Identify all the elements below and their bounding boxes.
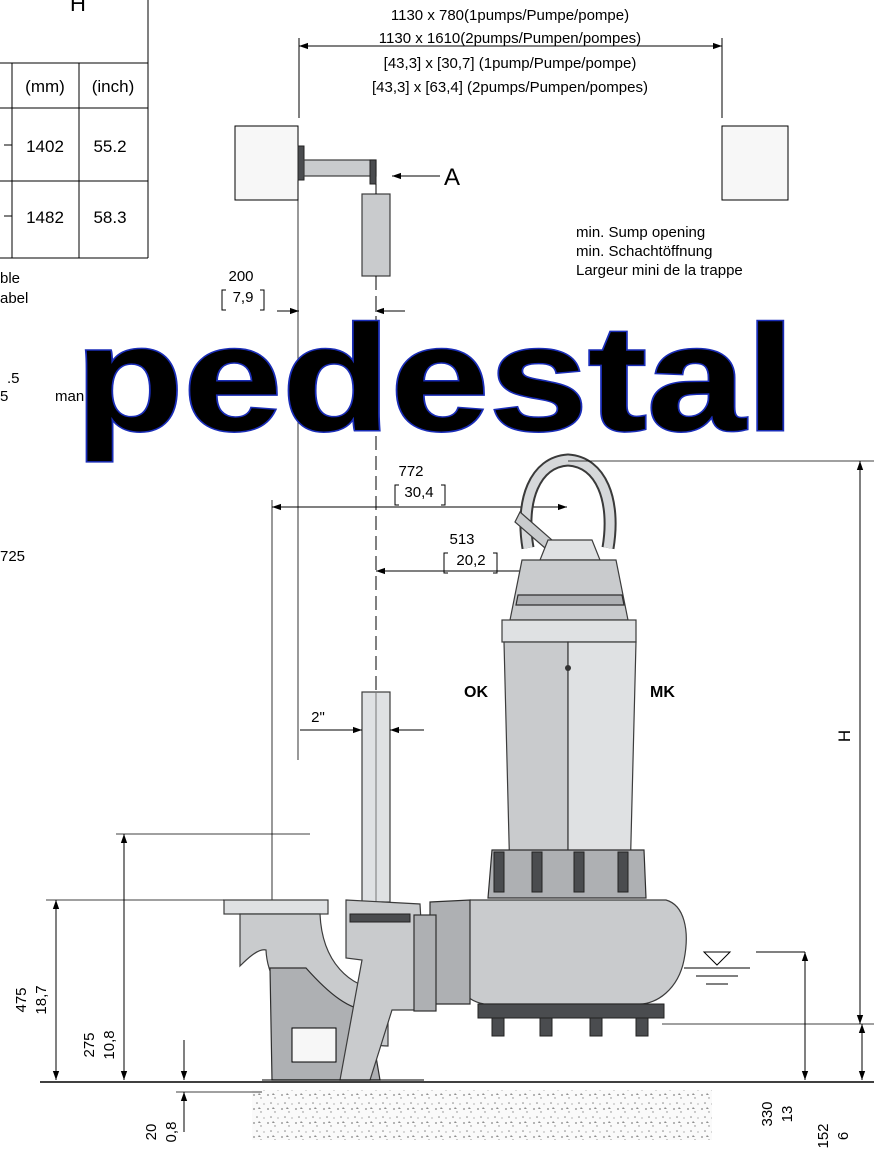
dimension-h: H: [568, 460, 874, 1025]
pump-motor-housing: [501, 619, 637, 881]
dim-20-mm: 20: [143, 1124, 160, 1141]
dim-pipe-size: 2": [311, 709, 325, 726]
dim-330-mm: 330: [759, 1101, 776, 1126]
dim-475-mm: 475: [13, 987, 30, 1012]
dimension-513: 513 20,2: [376, 531, 567, 575]
pump-volute: [429, 899, 687, 1037]
dim-200-mm: 200: [228, 268, 253, 285]
dim-772-in: 30,4: [404, 484, 433, 501]
water-level-symbol: [684, 951, 805, 985]
dim-513-in: 20,2: [456, 552, 485, 569]
table-fragment-4: 725: [0, 548, 25, 565]
sump-dim-line-2: 1130 x 1610(2pumps/Pumpen/pompes): [379, 30, 641, 47]
dim-330-in: 13: [779, 1106, 796, 1123]
table-note-line-2: abel: [0, 290, 28, 307]
dim-h-label: H: [835, 730, 854, 742]
table-unit-inch: (inch): [92, 77, 135, 96]
dimension-772: 772 30,4: [271, 463, 567, 900]
pedestal-coupling: [339, 899, 437, 1081]
table-note-line-1: ble: [0, 270, 20, 287]
discharge-pipe: [361, 691, 391, 903]
table-header-h: H: [70, 0, 86, 16]
dimension-pipe-2in: 2": [300, 709, 424, 734]
pump-motor-top: [509, 539, 629, 621]
dim-513-mm: 513: [449, 531, 474, 548]
dim-152-in: 6: [835, 1132, 852, 1140]
dim-152-mm: 152: [815, 1123, 832, 1148]
table-fragment-1: .5: [7, 370, 20, 387]
sump-dim-line-4: [43,3] x [63,4] (2pumps/Pumpen/pompes): [372, 79, 648, 96]
sump-opening-dimension: 1130 x 780(1pumps/Pumpe/pompe) 1130 x 16…: [298, 7, 723, 118]
sump-wall-left: [234, 125, 299, 201]
dim-200-in: 7,9: [233, 289, 254, 306]
sump-label-line-1: min. Sump opening: [576, 224, 705, 241]
sump-dim-line-3: [43,3] x [30,7] (1pump/Pumpe/pompe): [384, 55, 637, 72]
pump-lifting-handle: [514, 453, 617, 550]
table-unit-mm: (mm): [25, 77, 65, 96]
sump-wall-right: [721, 125, 789, 201]
table-row-1-inch: 55.2: [93, 137, 126, 156]
table-row-1-mm: 1402: [26, 137, 64, 156]
dimension-20: 20 0,8: [143, 1040, 262, 1142]
view-marker-a-label: A: [444, 164, 460, 191]
pump-lower-frame: [487, 849, 647, 899]
sump-label-line-2: min. Schachtöffnung: [576, 243, 712, 260]
table-fragment-3: man: [55, 388, 84, 405]
table-fragment-2: 5: [0, 388, 8, 405]
dimension-475: 475 18,7: [13, 899, 224, 1080]
pedestal-watermark: pedestal: [75, 294, 795, 462]
dimension-330: 330 13: [759, 952, 809, 1127]
guide-rail-upper-bracket: [297, 145, 391, 277]
view-marker-a: A: [392, 164, 460, 191]
sump-label-line-3: Largeur mini de la trappe: [576, 262, 743, 279]
sump-floor: [40, 1081, 874, 1140]
dimension-152: 152 6: [815, 1024, 866, 1149]
dim-275-in: 10,8: [101, 1030, 118, 1059]
dimension-200: 200 7,9: [221, 268, 405, 315]
sump-dim-line-1: 1130 x 780(1pumps/Pumpe/pompe): [391, 7, 629, 24]
dimension-275: 275 10,8: [81, 833, 310, 1080]
label-mk: MK: [650, 684, 675, 701]
dim-475-in: 18,7: [33, 985, 50, 1014]
dim-20-in: 0,8: [163, 1122, 180, 1143]
label-ok: OK: [464, 684, 488, 701]
dim-772-mm: 772: [398, 463, 423, 480]
dimension-table: H (mm) (inch) 1402 55.2 1482 58.3 ble ab…: [0, 0, 149, 565]
dim-275-mm: 275: [81, 1032, 98, 1057]
table-row-2-mm: 1482: [26, 208, 64, 227]
table-row-2-inch: 58.3: [93, 208, 126, 227]
